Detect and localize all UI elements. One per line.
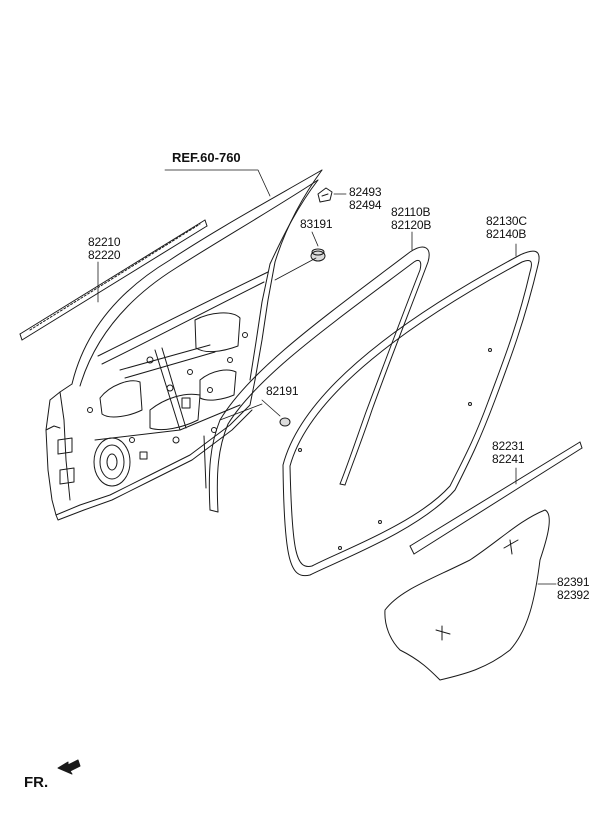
part-number-82392: 82392: [557, 588, 590, 602]
part-number-82494: 82494: [349, 198, 382, 212]
outer-belt-molding-part: [19, 219, 208, 341]
part-number-82210: 82210: [88, 235, 121, 249]
part-number-82391: 82391: [557, 575, 590, 589]
part-number-82140B: 82140B: [486, 227, 527, 241]
front-direction-label: FR.: [24, 774, 49, 791]
part-number-82120B: 82120B: [391, 218, 432, 232]
part-number-82220: 82220: [88, 248, 121, 262]
inner-belt-weatherstrip-part: [409, 441, 583, 555]
part-number-82191: 82191: [266, 384, 299, 398]
part-number-82241: 82241: [492, 452, 525, 466]
part-number-82493: 82493: [349, 185, 382, 199]
clip-part: [317, 187, 333, 203]
plug-lower-part: [279, 417, 291, 427]
door-trim-seal-part: [384, 509, 550, 681]
door-frame-panel: [45, 169, 323, 521]
part-number-82231: 82231: [492, 439, 525, 453]
body-side-weatherstrip-part: [282, 250, 540, 577]
reference-label: REF.60-760: [172, 150, 241, 165]
part-number-83191: 83191: [300, 217, 333, 231]
leader-lines: [97, 169, 557, 585]
part-number-82110B: 82110B: [391, 205, 431, 219]
front-direction-arrow-icon: [57, 759, 81, 775]
part-number-82130C: 82130C: [486, 214, 527, 228]
